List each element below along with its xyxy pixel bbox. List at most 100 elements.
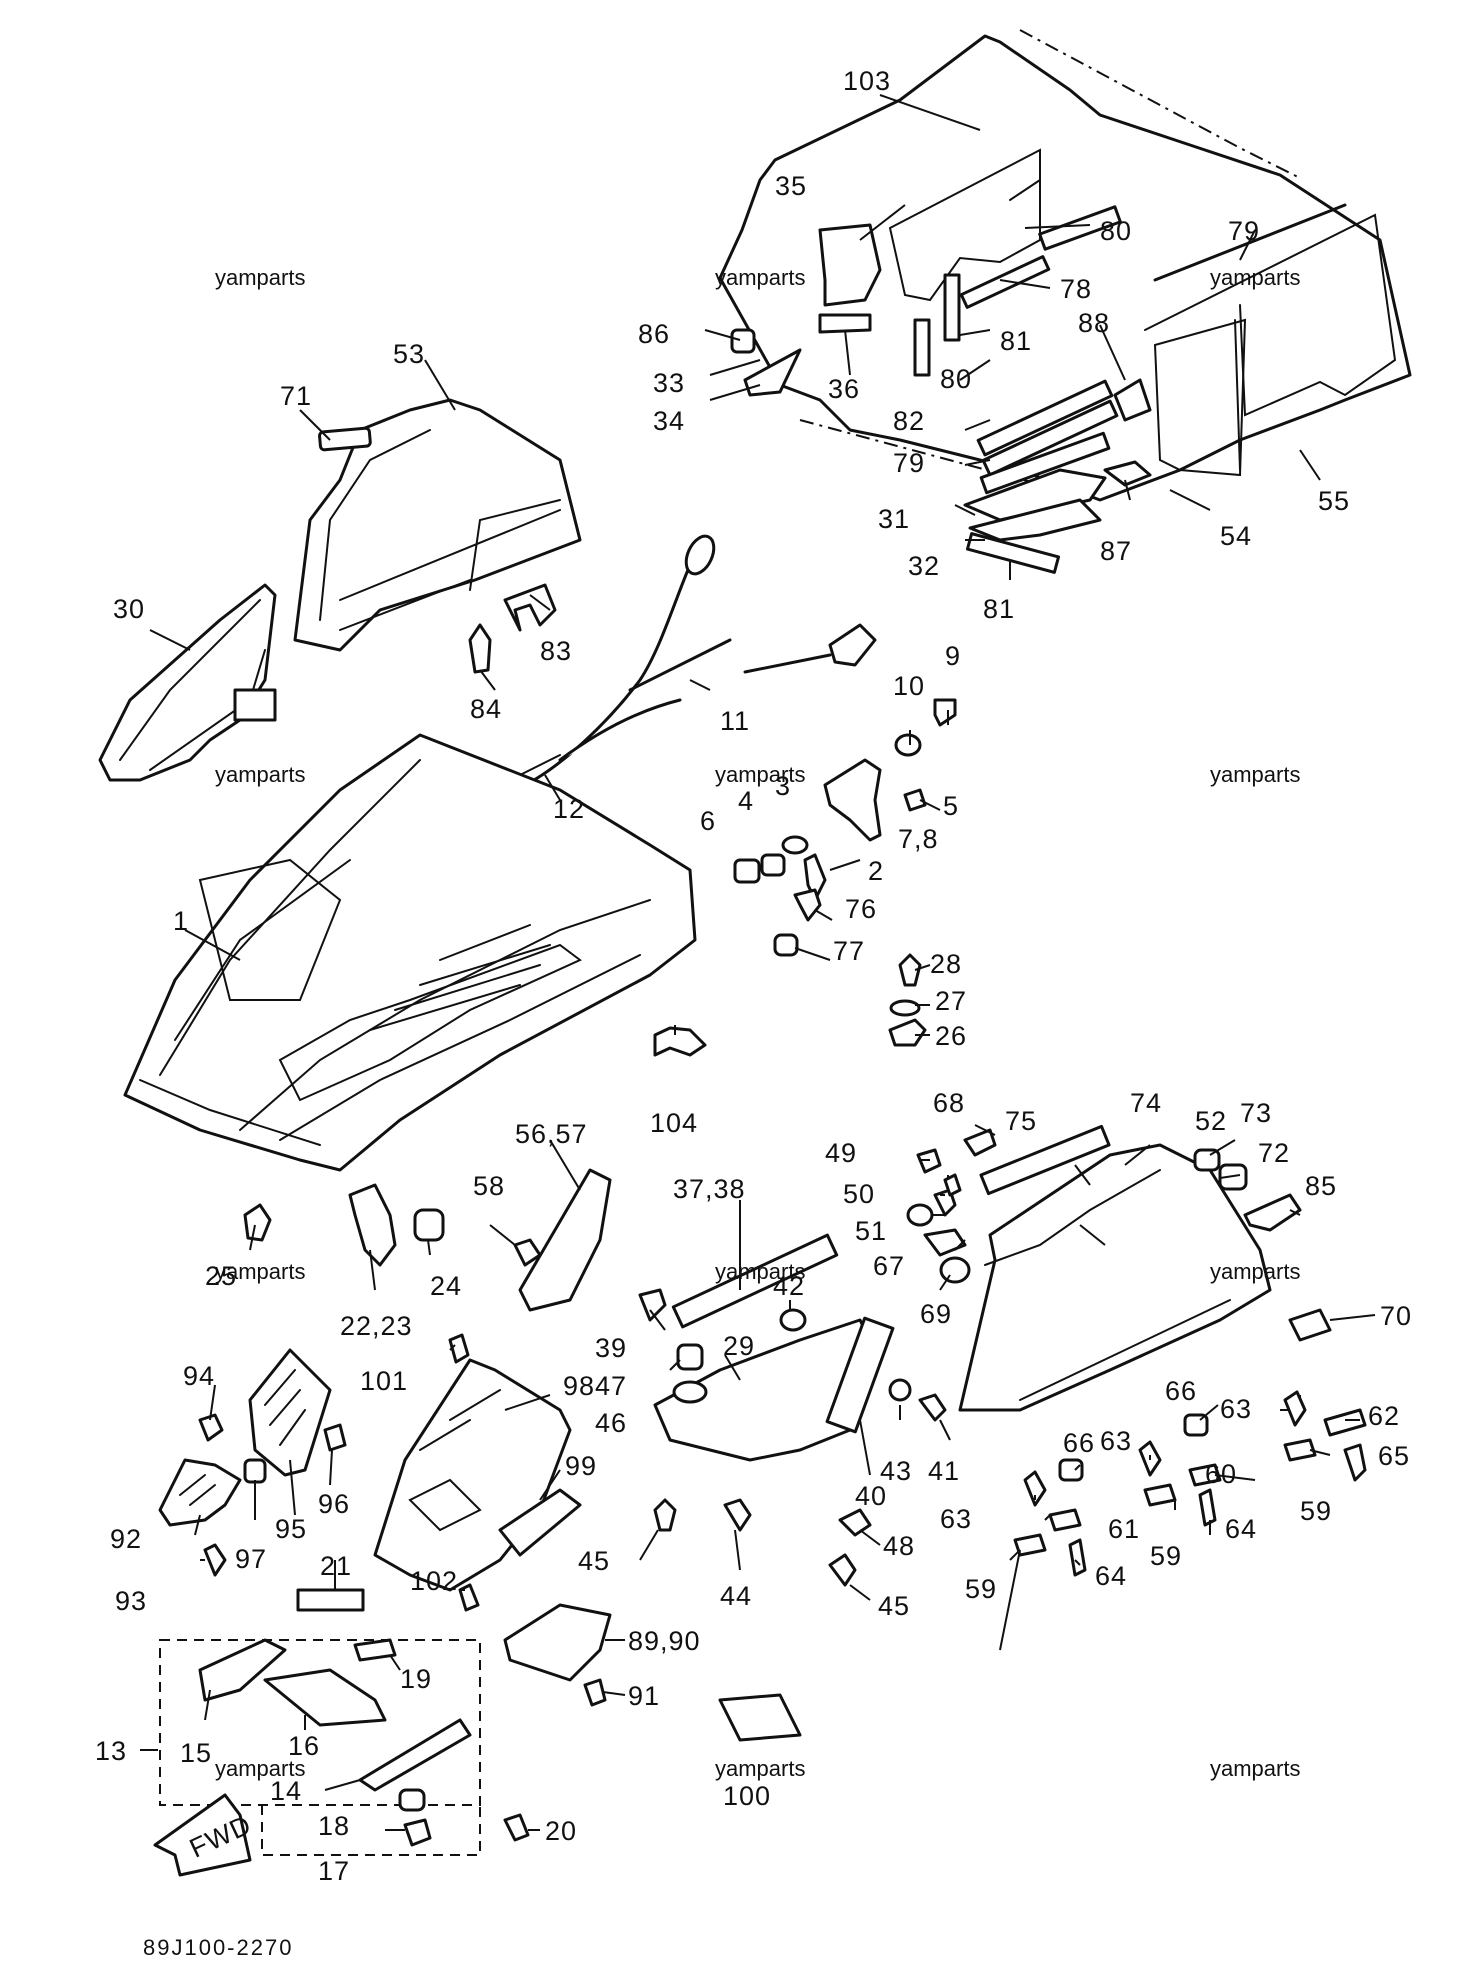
part-label: 86 [638,319,670,349]
bracket-40 [825,1316,895,1434]
part-label: 87 [1100,536,1132,566]
pin-39 [638,1288,667,1322]
part-label: 55 [1318,486,1350,516]
fwd-arrow: FWD [153,1793,256,1877]
clip-101 [448,1333,470,1364]
part-label: 58 [473,1171,505,1201]
plate-34 [743,348,802,397]
part-label: 75 [1005,1106,1037,1136]
pin-64a [1198,1488,1217,1527]
part-label: 4 [738,786,754,816]
part-label: 73 [1240,1098,1272,1128]
part-label: 89,90 [628,1626,701,1656]
part-label: 94 [183,1361,215,1391]
bracket-35 [818,223,882,307]
bracket-16 [263,1668,387,1727]
part-label: 35 [775,171,807,201]
part-label: 26 [935,1021,967,1051]
part-label: 5 [943,791,959,821]
part-label: 59 [1150,1541,1182,1571]
part-label: 27 [935,986,967,1016]
part-label: 46 [595,1408,627,1438]
part-label: 63 [1220,1394,1252,1424]
trim-31 [963,468,1107,522]
trim-32 [968,498,1102,542]
clip-87 [1103,460,1152,487]
washer-42 [779,1308,807,1332]
part-label: 30 [113,594,145,624]
part-label: 43 [880,1456,912,1486]
clip-61 [1048,1508,1082,1532]
latch-plate-7-8 [823,758,882,842]
trim-strip-80 [1038,205,1122,251]
clip-85 [1243,1193,1302,1232]
nut-6 [733,858,761,884]
decal-21 [296,1588,365,1612]
part-label: 68 [933,1088,965,1118]
part-label: 36 [828,374,860,404]
clip-59a [1283,1438,1317,1462]
part-labels: 103 35 80 79 78 88 86 81 33 36 80 34 82 … [95,66,1411,1886]
part-label: 72 [1258,1138,1290,1168]
part-label: 17 [318,1856,350,1886]
part-label: 66 [1063,1428,1095,1458]
left-side-panel-53 [293,398,582,674]
pin-28 [898,953,922,987]
part-label: 16 [288,1731,320,1761]
hinge-22-23 [348,1183,397,1267]
clip-83 [503,583,557,632]
part-label: 63 [1100,1426,1132,1456]
leader-lines [140,94,1376,1831]
trim-strip-82b [981,399,1119,477]
watermark: yamparts [1210,762,1300,787]
part-label: 42 [773,1271,805,1301]
trim-strip-80b [913,318,931,377]
washer-10 [894,733,922,757]
clip-88 [1113,378,1152,422]
part-label: 32 [908,551,940,581]
grommet-77 [773,933,799,957]
grommet-46 [672,1380,708,1404]
part-label: 97 [235,1544,267,1574]
part-label: 22,23 [340,1311,413,1341]
part-label: 71 [280,381,312,411]
trim-strip-81 [943,273,961,342]
trim-strip-37-38 [671,1233,839,1329]
trim-strip-74 [979,1124,1111,1196]
part-label: 59 [1300,1496,1332,1526]
part-label: 96 [318,1489,350,1519]
pin-84 [468,623,492,674]
center-hardware [513,1148,971,1587]
part-label: 88 [1078,308,1110,338]
grille-95 [248,1348,332,1477]
part-label: 103 [843,66,891,96]
trim-strip-78 [959,255,1051,309]
part-label: 31 [878,504,910,534]
part-label: 39 [595,1333,627,1363]
part-label: 1 [173,906,189,936]
watermark: yamparts [715,1756,805,1781]
part-label: 81 [1000,326,1032,356]
screw-91 [583,1678,607,1707]
clip-59c [1013,1533,1047,1557]
cap-26 [888,1018,927,1047]
pin-63a [1283,1390,1307,1427]
hood-hardware [243,1026,707,1267]
part-label: 10 [893,671,925,701]
part-label: 79 [1228,216,1260,246]
guard-assembly-13 [159,1638,481,1856]
strip-79b [1153,203,1347,282]
plate-19 [353,1638,397,1662]
part-label: 25 [205,1261,237,1291]
part-label: 62 [1368,1401,1400,1431]
part-label: 40 [855,1481,887,1511]
part-label: 11 [720,706,750,736]
bushing-3 [781,835,809,855]
part-label: 61 [1108,1514,1140,1544]
clip-62 [1323,1408,1367,1437]
duct-30 [98,583,277,782]
grille-92 [158,1458,242,1527]
part-label: 83 [540,636,572,666]
hood-1 [123,733,697,1172]
grommet-97 [243,1458,267,1484]
